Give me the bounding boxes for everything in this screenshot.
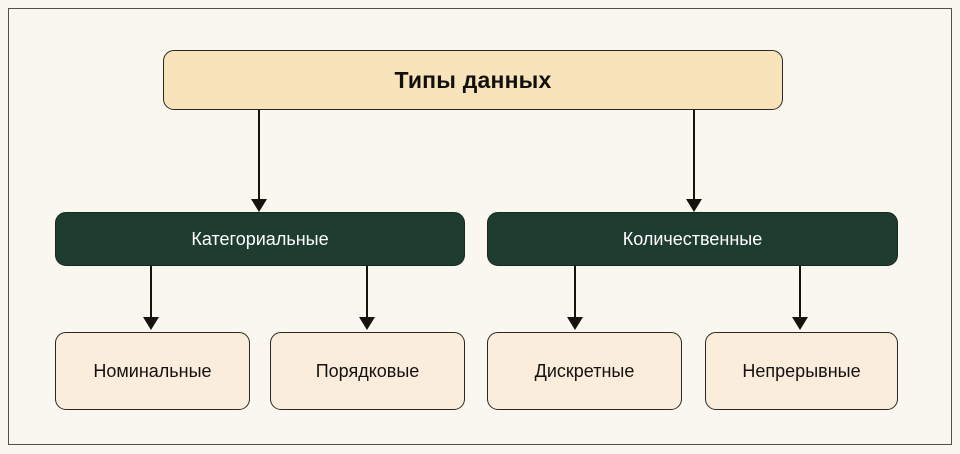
connector-line	[150, 266, 153, 320]
node-nominal-label: Номинальные	[93, 360, 212, 381]
node-ordinal-label: Порядковые	[315, 360, 420, 381]
connector-line	[799, 266, 802, 320]
node-continuous: Непрерывные	[705, 332, 898, 410]
node-categorical: Категориальные	[55, 212, 465, 266]
node-quantitative-label: Количественные	[622, 228, 763, 249]
node-quantitative: Количественные	[487, 212, 898, 266]
node-ordinal: Порядковые	[270, 332, 465, 410]
arrowhead-icon	[686, 199, 702, 212]
arrowhead-icon	[143, 317, 159, 330]
arrowhead-icon	[251, 199, 267, 212]
node-categorical-label: Категориальные	[191, 228, 329, 249]
connector-line	[258, 110, 261, 202]
arrowhead-icon	[567, 317, 583, 330]
connector-line	[693, 110, 696, 202]
node-nominal: Номинальные	[55, 332, 250, 410]
connector-line	[574, 266, 577, 320]
arrowhead-icon	[792, 317, 808, 330]
arrowhead-icon	[359, 317, 375, 330]
node-data-types: Типы данных	[163, 50, 783, 110]
node-data-types-label: Типы данных	[394, 66, 552, 93]
node-continuous-label: Непрерывные	[742, 360, 861, 381]
node-discrete: Дискретные	[487, 332, 682, 410]
connector-line	[366, 266, 369, 320]
node-discrete-label: Дискретные	[534, 360, 635, 381]
